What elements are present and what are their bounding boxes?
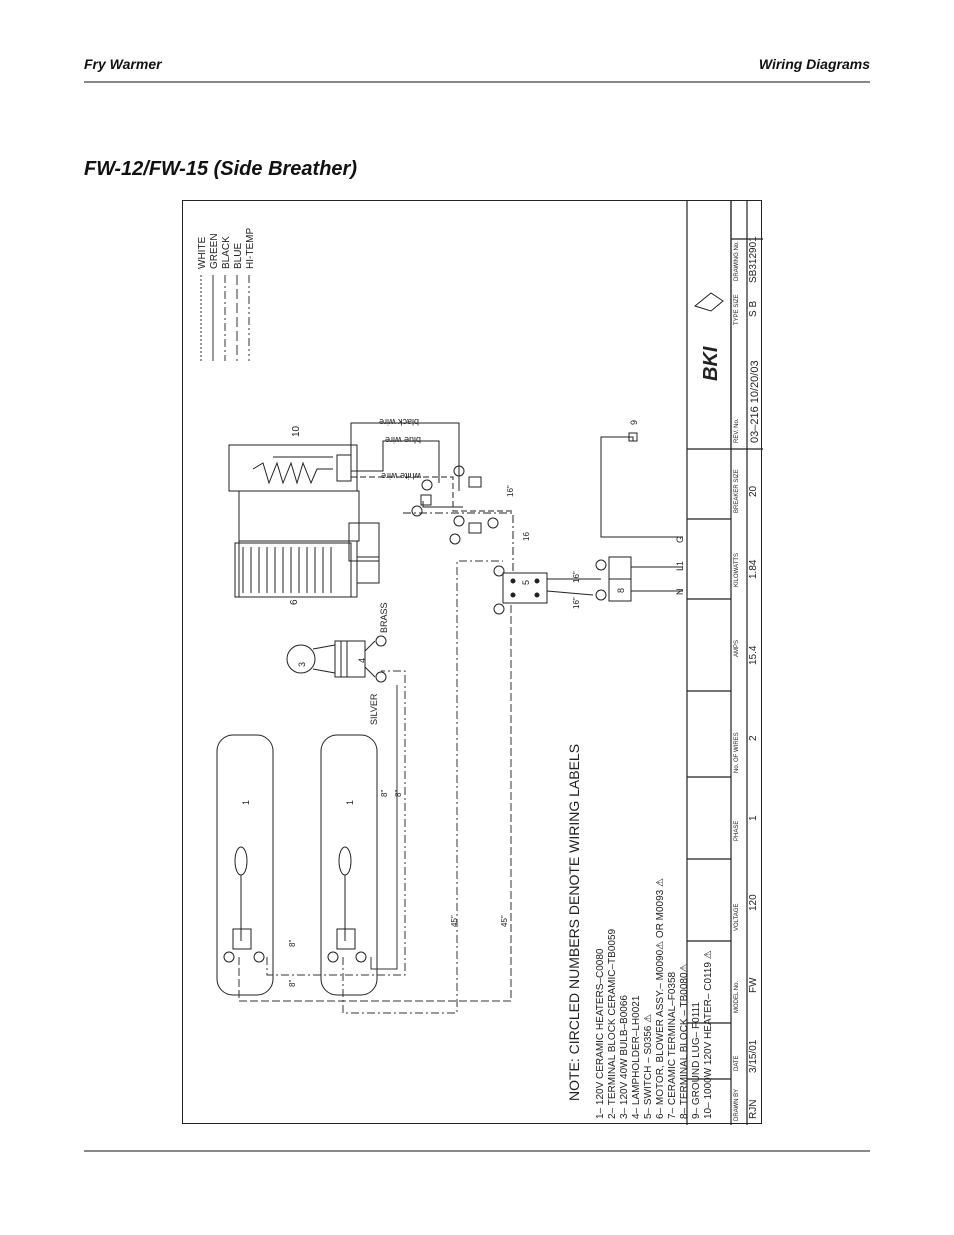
heater-10 [228,444,360,598]
breaker-size-value: 20 [748,485,759,497]
legend-white: WHITE [197,236,208,269]
kilowatts-label: KILOWATTS [734,553,740,587]
parts-list: 1– 120V CERAMIC HEATERS–C0080 2– TERMINA… [595,878,714,1119]
label-4: 4 [357,658,367,663]
model-no-value: FW [748,977,759,993]
label-silver: SILVER [369,693,379,725]
wire-legend [200,275,250,361]
part-1: 1– 120V CERAMIC HEATERS–C0080 [595,948,606,1119]
blue-wire-label: blue wire [385,435,421,445]
lamp-assembly [286,635,387,683]
label-1-left: 1 [241,800,251,805]
drawing-no-label: DRAWING No. [734,241,740,281]
legend-hi-temp: HI-TEMP [245,228,256,269]
no-of-wires-value: 2 [748,735,759,741]
wiring-diagram-svg: DRAWN BY RJN DATE 3/15/01 MODEL No. FW V… [197,201,763,1125]
type-size-value: S B [748,301,759,317]
label-6: 6 [289,599,300,605]
ceramic-terminals-7 [411,465,499,545]
drawing-no-value: SB312901 [748,236,759,283]
white-wire-label: white wire [381,471,422,481]
dim-45-b: 45" [500,915,509,927]
note-title: NOTE: CIRCLED NUMBERS DENOTE WIRING LABE… [566,744,582,1101]
dim-16-b: 16" [572,571,581,583]
date-label: DATE [734,1055,740,1071]
legend-green: GREEN [209,233,220,269]
title-block [686,201,763,1125]
part-4: 4– LAMPHOLDER–LH0021 [631,995,642,1119]
label-brass: BRASS [379,602,389,633]
wiring-diagram: DRAWN BY RJN DATE 3/15/01 MODEL No. FW V… [182,200,763,1125]
dim-16-d: 16 [522,532,531,541]
switch-5 [493,565,548,615]
date-value: 3/15/01 [748,1039,759,1073]
phase-label: PHASE [734,821,740,841]
terminal-block-8 [546,556,683,602]
legend-blue: BLUE [233,243,244,269]
label-1-right: 1 [345,800,355,805]
breaker-size-label: BREAKER SIZE [734,469,740,513]
drawn-by-label: DRAWN BY [734,1089,740,1121]
rev-no-label: REV. No. [734,418,740,443]
footer-rule [84,1150,870,1152]
heater-wiring-runs [238,560,512,1014]
ground-lug-9 [600,432,683,538]
label-10: 10 [291,425,302,437]
header-left: Fry Warmer [84,56,162,72]
label-9: 9 [629,420,639,425]
rev-no-value: 03–216 10/20/03 [749,360,761,443]
label-l1: L1 [675,561,685,571]
no-of-wires-label: No. OF WIRES [734,732,740,773]
bki-logo-mark [693,292,724,312]
page-title: FW-12/FW-15 (Side Breather) [84,158,357,180]
dim-8-d: 8" [394,790,403,797]
drawn-by-value: RJN [748,1100,759,1119]
part-3: 3– 120V 40W BULB–B0066 [619,995,630,1119]
dim-8-c: 8" [380,790,389,797]
legend-black: BLACK [221,236,232,269]
type-size-label: TYPE SIZE [734,294,740,325]
heater-wires [350,422,514,571]
part-9: 9– GROUND LUG– F0111 [691,1002,702,1119]
label-3: 3 [297,662,307,667]
dim-45-a: 45" [450,915,459,927]
label-5: 5 [521,580,531,585]
dim-16-a: 16" [506,485,515,497]
voltage-value: 120 [748,894,759,911]
part-10: 10– 1000W 120V HEATER– C0119 ⚠ [703,950,714,1119]
ceramic-heater-left [216,734,274,996]
header-right: Wiring Diagrams [758,56,870,72]
label-n: N [675,589,685,596]
part-6: 6– MOTOR, BLOWER ASSY.– M0090⚠ OR M0093 … [655,878,666,1119]
label-g: G [675,536,685,543]
model-no-label: MODEL No. [734,981,740,1013]
ceramic-heater-right [320,734,378,996]
part-2: 2– TERMINAL BLOCK CERAMIC–TB0059 [607,928,618,1119]
part-7: 7– CERAMIC TERMINAL–F0358 [667,971,678,1119]
black-wire-label: black wire [379,417,419,427]
blower-motor-6 [234,522,380,598]
dim-16-c: 16" [572,597,581,609]
title-block-text: DRAWN BY RJN DATE 3/15/01 MODEL No. FW V… [693,236,761,1121]
phase-value: 1 [748,815,759,821]
kilowatts-value: 1.84 [748,559,759,579]
voltage-label: VOLTAGE [734,904,740,931]
header-rule [84,81,870,83]
dim-8-a: 8" [288,940,297,947]
part-5: 5– SWITCH – S0356 ⚠ [643,1014,654,1119]
amps-value: 15.4 [748,645,759,665]
label-8: 8 [616,588,626,593]
part-8: 8– TERMINAL BLOCK – TB0080⚠ [679,963,690,1119]
wire-legend-labels: WHITE GREEN BLACK BLUE HI-TEMP [197,228,256,269]
bki-logo: BKI [700,346,722,381]
amps-label: AMPS [734,640,740,657]
dim-8-b: 8" [288,980,297,987]
